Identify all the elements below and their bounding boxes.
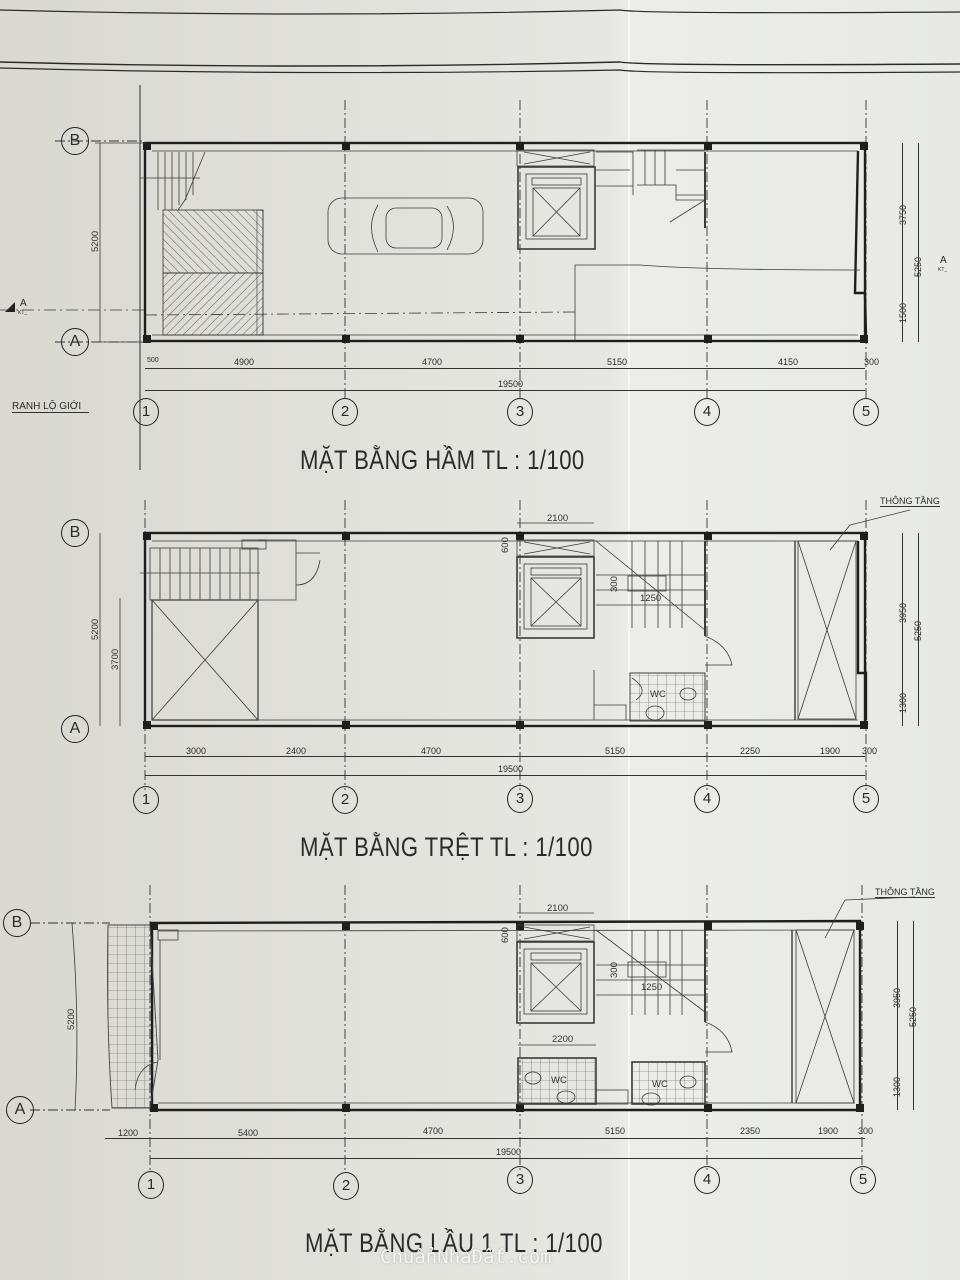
axis-bubble-5: 5 xyxy=(853,785,879,813)
axis-bubble-a: A xyxy=(61,715,89,743)
axis-bubble-4: 4 xyxy=(694,398,720,426)
svg-text:5200: 5200 xyxy=(90,619,101,640)
dim-value: 4900 xyxy=(234,357,255,367)
dim-value: 5150 xyxy=(607,357,628,367)
dim-value: 1900 xyxy=(818,1126,839,1136)
axis-bubble-a: A xyxy=(61,328,89,356)
dim-value: 5150 xyxy=(605,1126,626,1136)
section-marker-left: A xyxy=(20,298,27,309)
dim-value: 4700 xyxy=(421,746,442,756)
axis-bubble-b: B xyxy=(61,519,89,547)
dim-total: 19500 xyxy=(498,764,524,774)
axis-bubble-b: B xyxy=(3,909,31,937)
axis-bubble-1: 1 xyxy=(138,1171,164,1199)
axis-bubble-4: 4 xyxy=(694,1166,720,1194)
axis-bubble-3: 3 xyxy=(507,1166,533,1194)
paper-fold xyxy=(628,0,630,1280)
dim-value: 3750 xyxy=(898,204,909,226)
svg-text:3700: 3700 xyxy=(110,649,121,670)
dim-total: 19500 xyxy=(498,379,524,389)
axis-bubble-4: 4 xyxy=(694,785,720,813)
svg-text:5200: 5200 xyxy=(90,231,101,252)
axis-bubble-2: 2 xyxy=(333,1172,359,1200)
watermark: ChuẩnNhàĐất.com xyxy=(380,1246,552,1268)
axis-bubble-3: 3 xyxy=(507,398,533,426)
plan-title-basement: MẶT BẰNG HẦM TL : 1/100 xyxy=(300,445,585,475)
dim-value: 5150 xyxy=(605,746,626,756)
dim-value: 3000 xyxy=(186,746,207,756)
svg-text:600: 600 xyxy=(500,537,511,553)
svg-text:2100: 2100 xyxy=(547,513,568,524)
void-label: THÔNG TẦNG xyxy=(875,887,935,898)
axis-bubble-1: 1 xyxy=(133,398,159,426)
plan-title-ground: MẶT BẰNG TRỆT TL : 1/100 xyxy=(300,832,593,862)
svg-text:600: 600 xyxy=(500,927,511,943)
dim-value: 1500 xyxy=(898,302,909,324)
axis-bubble-2: 2 xyxy=(332,398,358,426)
axis-bubble-5: 5 xyxy=(853,398,879,426)
svg-text:1250: 1250 xyxy=(641,982,662,993)
dim-value: 5400 xyxy=(238,1128,259,1138)
dim-value: 300 xyxy=(864,357,880,367)
plan-ground: WC 2100 600 300 1250 5200 3700 xyxy=(90,500,911,790)
car-icon xyxy=(327,197,484,255)
plan-basement: 5200 xyxy=(0,100,868,400)
axis-bubble-1: 1 xyxy=(133,786,159,814)
section-marker-ref: KT_ xyxy=(938,267,948,273)
dim-value: 4700 xyxy=(423,1126,444,1136)
dim-value: 4700 xyxy=(422,357,443,367)
axis-bubble-3: 3 xyxy=(507,785,533,813)
dim-value: 1300 xyxy=(898,692,909,714)
dim-value: 300 xyxy=(862,746,878,756)
dim-value: 2400 xyxy=(286,746,307,756)
svg-text:WC: WC xyxy=(650,689,666,700)
void-label: THÔNG TẦNG xyxy=(880,496,940,507)
dim-value: 3950 xyxy=(898,602,909,624)
dim-total: 19500 xyxy=(496,1147,522,1157)
dim-value: 1200 xyxy=(118,1128,139,1138)
plan-title-floor1: MẶT BẰNG LẦU 1 TL : 1/100 xyxy=(305,1228,603,1258)
axis-bubble-a: A xyxy=(6,1096,34,1124)
section-marker-right: A xyxy=(940,255,947,266)
dim-value: 300 xyxy=(858,1126,874,1136)
axis-bubble-2: 2 xyxy=(332,786,358,814)
boundary-label: RANH LỘ GIỚI xyxy=(12,401,90,413)
section-marker-ref: KT_ xyxy=(18,310,28,316)
svg-text:300: 300 xyxy=(609,962,620,978)
dim-value: 4150 xyxy=(778,357,799,367)
svg-text:300: 300 xyxy=(609,576,620,592)
svg-text:5200: 5200 xyxy=(66,1009,77,1030)
plan-floor1: WC WC 2200 2100 600 300 1250 5200 xyxy=(30,885,916,1170)
dim-value: 500 xyxy=(147,357,159,364)
dim-value: 2350 xyxy=(740,1126,761,1136)
axis-bubble-b: B xyxy=(61,127,89,155)
svg-text:1250: 1250 xyxy=(640,593,661,604)
axis-bubble-5: 5 xyxy=(850,1166,876,1194)
svg-text:WC: WC xyxy=(551,1075,567,1086)
svg-text:2200: 2200 xyxy=(552,1034,573,1045)
svg-text:2100: 2100 xyxy=(547,903,568,914)
dim-value: 2250 xyxy=(740,746,761,756)
svg-text:WC: WC xyxy=(652,1079,668,1090)
dim-value: 1900 xyxy=(820,746,841,756)
